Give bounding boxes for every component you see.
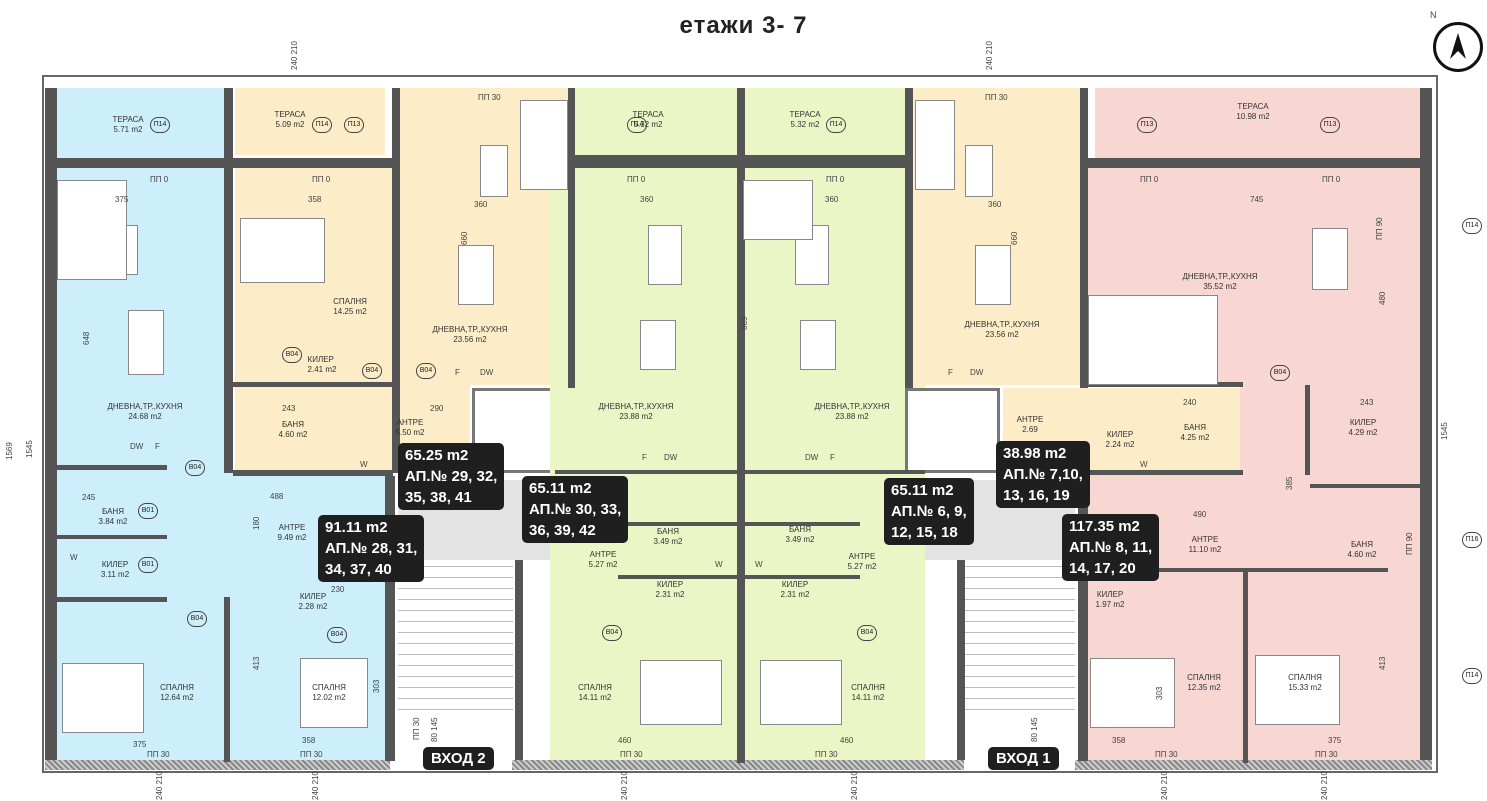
building-outline [42,75,1438,773]
page-title: етажи 3- 7 [679,12,808,39]
elevator-right [905,388,1000,473]
window-tag: П14 [1462,668,1482,684]
door-tag: В04 [1270,365,1290,381]
compass-label: N [1430,10,1437,20]
window-tag: П14 [150,117,170,133]
north-arrow-icon [1433,22,1483,72]
window-tag: П13 [344,117,364,133]
door-tag: В04 [282,347,302,363]
door-tag: В04 [416,363,436,379]
door-tag: В01 [138,557,158,573]
entrance-2-label: ВХОД 2 [423,747,494,770]
stairs-left [398,560,513,720]
window-tag: П16 [1462,532,1482,548]
window-tag: П14 [627,117,647,133]
window-tag: П13 [1137,117,1157,133]
window-tag: П14 [312,117,332,133]
entrance-1-label: ВХОД 1 [988,747,1059,770]
door-tag: В04 [185,460,205,476]
door-tag: В04 [857,625,877,641]
door-tag: В04 [602,625,622,641]
window-tag: П13 [1320,117,1340,133]
door-tag: В04 [187,611,207,627]
door-tag: В01 [138,503,158,519]
stairs-right [960,560,1075,720]
window-tag: П14 [1462,218,1482,234]
door-tag: В04 [327,627,347,643]
window-tag: П14 [826,117,846,133]
door-tag: В04 [362,363,382,379]
